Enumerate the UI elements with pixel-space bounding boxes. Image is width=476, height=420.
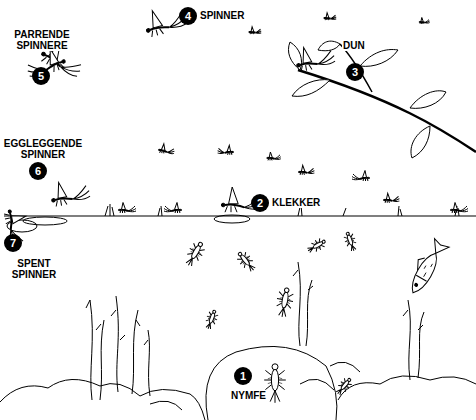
weed xyxy=(86,300,148,345)
callout-number: 4 xyxy=(179,7,197,25)
stage-label: KLEKKER xyxy=(271,197,321,208)
callout-number: 2 xyxy=(251,194,269,212)
rock xyxy=(0,379,205,420)
rock xyxy=(150,362,360,410)
nymph xyxy=(234,249,258,275)
mayfly xyxy=(299,165,315,174)
mayfly xyxy=(451,203,469,214)
nymph xyxy=(203,309,220,331)
callout-number: 3 xyxy=(346,63,364,81)
stage-label: EGGLEGGENDE SPINNER xyxy=(2,138,84,160)
callout-number: 5 xyxy=(32,67,50,85)
weed xyxy=(293,270,423,330)
mayfly xyxy=(294,43,336,72)
mayfly xyxy=(158,143,175,155)
stage-label: SPENT SPINNER xyxy=(2,258,66,280)
stage-label: PARRENDE SPINNERE xyxy=(2,29,82,51)
nymph xyxy=(274,287,295,319)
leaf xyxy=(292,80,330,97)
fish xyxy=(403,237,449,297)
stage-label: DUN xyxy=(342,40,366,51)
mayfly xyxy=(119,203,137,214)
mayfly xyxy=(249,27,261,34)
mayfly xyxy=(384,193,400,202)
nymph xyxy=(342,231,359,253)
nymph xyxy=(305,236,327,255)
weed xyxy=(298,262,424,380)
callout-number: 1 xyxy=(234,367,252,385)
leaf xyxy=(318,41,340,51)
stage-label: NYMFE xyxy=(230,390,267,401)
ripple xyxy=(214,215,250,223)
mayfly xyxy=(218,145,234,154)
mayfly xyxy=(324,13,336,20)
callout-number: 7 xyxy=(4,234,22,252)
mayfly xyxy=(267,152,281,160)
leaf xyxy=(411,126,430,158)
mayfly xyxy=(164,203,182,214)
leaf xyxy=(288,42,301,70)
mayfly xyxy=(352,171,370,182)
callout-number: 6 xyxy=(29,162,47,180)
weed xyxy=(90,296,150,400)
nymph xyxy=(264,364,286,403)
leaf xyxy=(360,50,398,67)
twig xyxy=(340,44,372,92)
nymph xyxy=(334,375,355,397)
mayfly xyxy=(49,178,91,207)
rock xyxy=(338,376,476,400)
mayfly xyxy=(419,18,430,24)
nymph xyxy=(182,239,207,269)
rock xyxy=(206,346,337,420)
stage-label: SPINNER xyxy=(199,10,245,21)
leaf xyxy=(410,91,446,109)
